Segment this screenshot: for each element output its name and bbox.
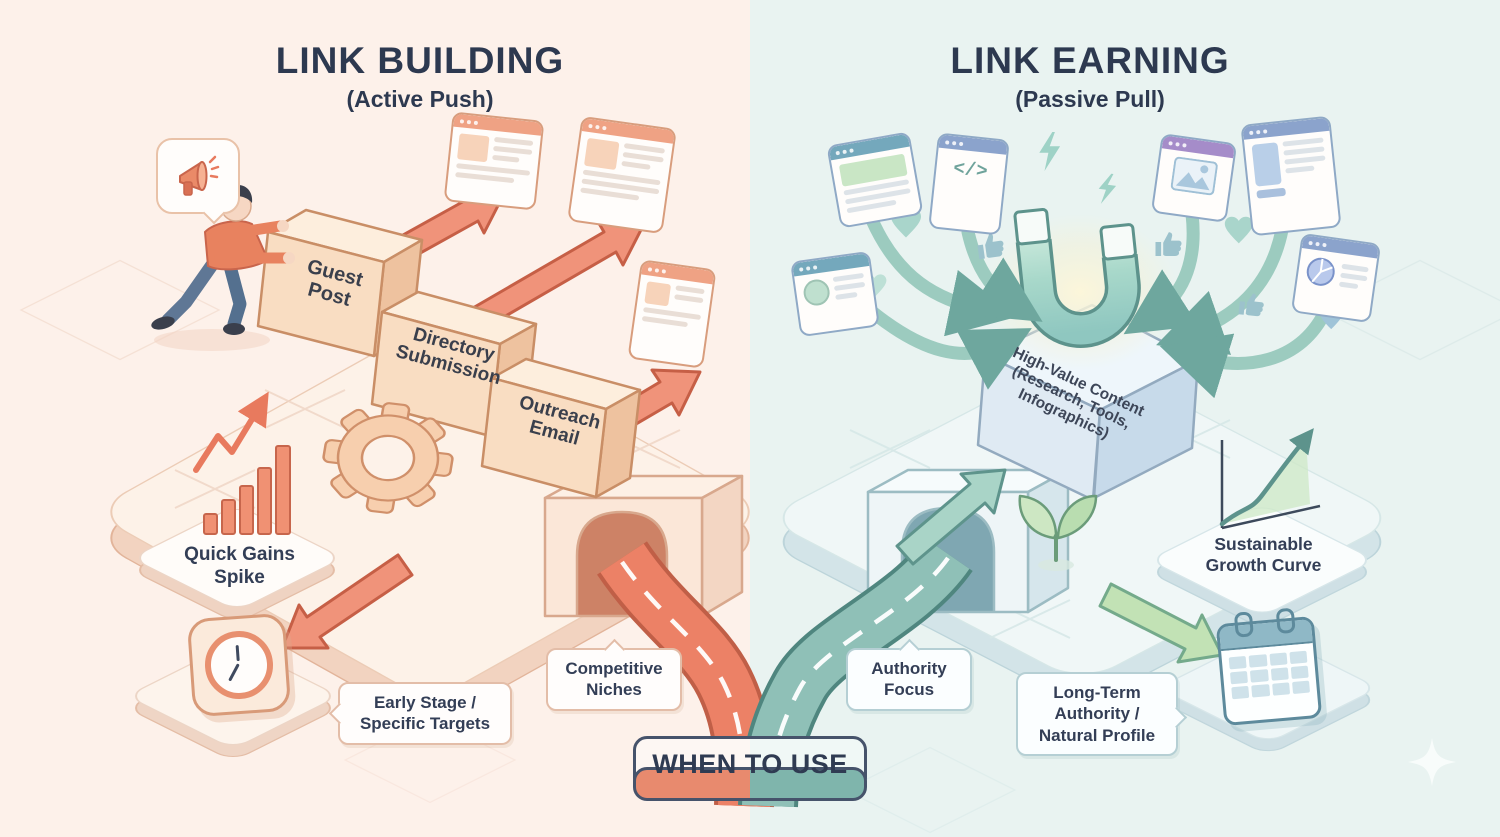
browser-window (567, 115, 677, 235)
browser-window (826, 131, 924, 229)
browser-window (1240, 115, 1342, 237)
image-browser-window (1150, 133, 1238, 223)
calendar-icon (1215, 607, 1323, 727)
lightning-bolt-icon (1096, 172, 1118, 206)
lightning-bolt-icon (1039, 132, 1061, 171)
right-subtitle: (Passive Pull) (1015, 86, 1165, 112)
heart-icon (1224, 216, 1253, 244)
outreach-email-box (480, 357, 642, 499)
left-subtitle: (Active Push) (346, 86, 494, 112)
arrow-to-clock (280, 553, 414, 650)
browser-window (627, 259, 717, 369)
arrow-to-cube (895, 468, 1007, 566)
browser-window (443, 111, 545, 211)
long-term-authority-bubble: Long-Term Authority / Natural Profile (1016, 672, 1178, 756)
profile-browser-window (790, 250, 880, 338)
gear-icon (322, 402, 454, 514)
when-to-use-banner: WHEN TO USE (633, 736, 867, 801)
pie-chart-icon (1306, 257, 1335, 286)
sidebar-block (1251, 142, 1282, 187)
calendar-ring (1275, 607, 1296, 635)
sprout-icon (1018, 494, 1098, 571)
megaphone-bubble (156, 138, 240, 214)
quick-gains-label: Quick Gains Spike (184, 544, 295, 588)
left-title-block: LINK BUILDING (Active Push) (120, 40, 720, 113)
avatar (801, 277, 832, 308)
code-browser-window: </> (928, 132, 1010, 236)
calendar-ring (1233, 611, 1254, 638)
attraction-arrows (851, 207, 1333, 399)
clock-icon (186, 612, 292, 718)
bar-chart-spike-icon (193, 391, 291, 535)
clock-face (202, 628, 276, 702)
arrow-to-calendar (1098, 582, 1224, 664)
growth-curve-chart (1219, 428, 1321, 530)
calendar-grid (1221, 643, 1318, 707)
sustainable-growth-label: Sustainable Growth Curve (1205, 534, 1322, 575)
megaphone-icon (179, 155, 220, 196)
early-stage-bubble: Early Stage / Specific Targets (338, 682, 512, 745)
left-title: LINK BUILDING (275, 40, 565, 81)
magnet-icon (1013, 208, 1141, 348)
authority-focus-bubble: Authority Focus (846, 648, 972, 711)
sustainable-platform (1156, 507, 1368, 625)
thumbs-up-icon (1155, 232, 1182, 256)
code-icon: </> (952, 157, 989, 183)
competitive-niches-bubble: Competitive Niches (546, 648, 682, 711)
image-icon (1170, 156, 1218, 196)
sparkle-icon (1408, 738, 1456, 786)
thumbs-up-icon (976, 232, 1006, 260)
person-pushing (151, 184, 295, 351)
pie-chart-browser-window (1290, 232, 1382, 324)
right-title: LINK EARNING (950, 40, 1230, 81)
right-title-block: LINK EARNING (Passive Pull) (790, 40, 1390, 113)
